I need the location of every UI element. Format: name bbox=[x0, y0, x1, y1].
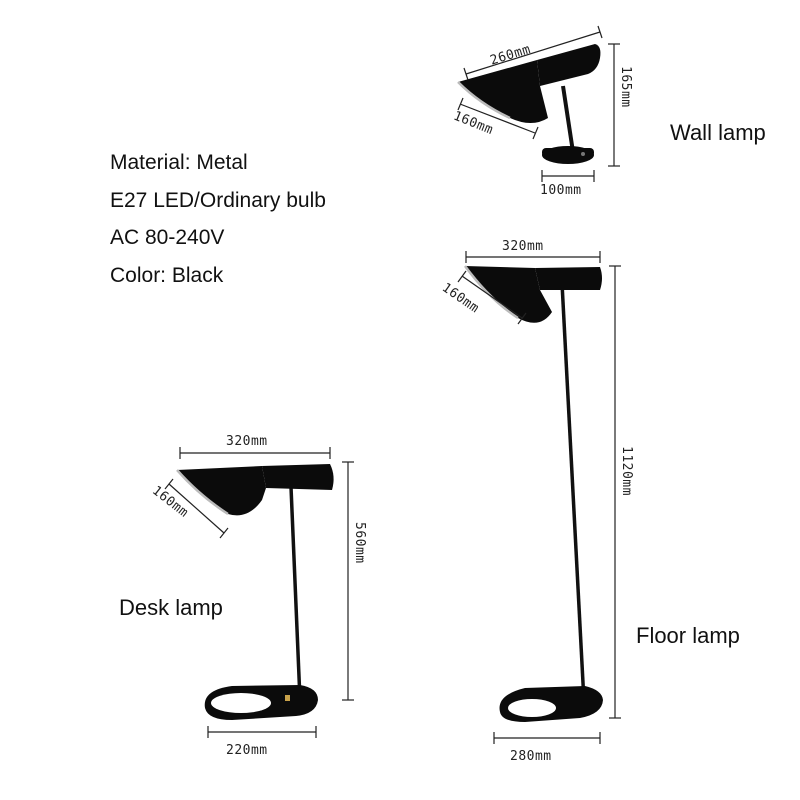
spec-list: Material: Metal E27 LED/Ordinary bulb AC… bbox=[110, 144, 326, 294]
desk-lamp-width-label: 320mm bbox=[226, 434, 268, 449]
floor-lamp-title: Floor lamp bbox=[636, 623, 740, 648]
wall-lamp-depth-label: 160mm bbox=[451, 109, 495, 139]
floor-lamp bbox=[463, 265, 603, 722]
floor-lamp-width-label: 320mm bbox=[502, 239, 544, 254]
desk-lamp-pole bbox=[289, 486, 302, 701]
floor-lamp-shade bbox=[463, 265, 602, 323]
spec-material: Material: Metal bbox=[110, 151, 248, 174]
wall-lamp-base-label: 100mm bbox=[540, 183, 582, 198]
spec-voltage: AC 80-240V bbox=[110, 226, 225, 249]
desk-lamp-shade bbox=[176, 464, 334, 516]
desk-lamp-base-label: 220mm bbox=[226, 743, 268, 758]
desk-lamp-title: Desk lamp bbox=[119, 595, 223, 620]
wall-lamp bbox=[457, 44, 601, 164]
spec-color: Color: Black bbox=[110, 263, 224, 287]
wall-lamp-shade bbox=[457, 44, 601, 123]
desk-lamp-height-label: 560mm bbox=[352, 522, 367, 564]
floor-lamp-pole bbox=[560, 282, 586, 703]
wall-lamp-title: Wall lamp bbox=[670, 120, 766, 145]
spec-bulb: E27 LED/Ordinary bulb bbox=[110, 188, 326, 212]
floor-lamp-height-label: 1120mm bbox=[619, 446, 634, 496]
wall-lamp-arm bbox=[561, 85, 575, 153]
desk-lamp bbox=[176, 464, 334, 720]
desk-lamp-depth-label: 160mm bbox=[149, 483, 191, 520]
floor-lamp-base-label: 280mm bbox=[510, 749, 552, 764]
wall-lamp-height-label: 165mm bbox=[618, 66, 633, 108]
